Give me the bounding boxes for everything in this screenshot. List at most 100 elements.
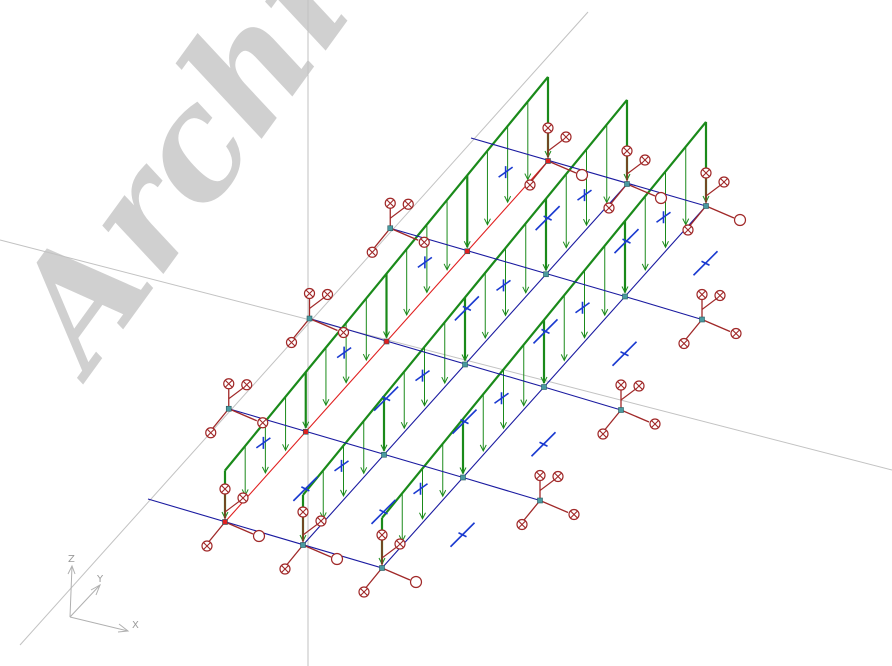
square-node-icon[interactable]: [379, 565, 385, 571]
support-leg[interactable]: [705, 205, 735, 219]
load-arrowhead: [581, 331, 588, 339]
square-node-icon[interactable]: [222, 519, 228, 525]
triad-z-axis: [69, 565, 73, 618]
support-arm[interactable]: [626, 161, 644, 175]
circle-icon[interactable]: [575, 168, 589, 182]
square-node-icon[interactable]: [306, 315, 313, 322]
transverse-beam[interactable]: [390, 227, 626, 298]
transverse-beam[interactable]: [624, 295, 703, 321]
support-leg[interactable]: [547, 160, 577, 174]
support-leg[interactable]: [309, 317, 338, 332]
support-arm[interactable]: [620, 387, 638, 401]
square-node-icon[interactable]: [543, 271, 549, 278]
support-leg[interactable]: [228, 408, 258, 422]
support-arm[interactable]: [705, 183, 723, 197]
circle-icon[interactable]: [733, 213, 747, 227]
support-arm[interactable]: [302, 522, 320, 536]
circle-cross-icon: [554, 472, 562, 481]
support-arm[interactable]: [309, 296, 326, 309]
load-arrowhead: [362, 353, 370, 362]
support-leg[interactable]: [290, 318, 311, 341]
support-arm[interactable]: [224, 499, 242, 513]
load-arrowhead: [560, 354, 568, 362]
support-leg[interactable]: [210, 408, 230, 432]
load-arrowhead: [261, 466, 269, 474]
support-members[interactable]: [201, 122, 747, 598]
circle-cross-icon: [368, 248, 377, 257]
support-leg[interactable]: [608, 183, 628, 207]
hinge-tick-icon: [381, 395, 391, 402]
circle-icon[interactable]: [654, 191, 668, 205]
square-node-icon[interactable]: [703, 203, 709, 209]
support-arm[interactable]: [539, 478, 557, 491]
hinge-tick-icon: [620, 351, 629, 357]
square-node-icon[interactable]: [699, 316, 705, 323]
hinge-tick-icon: [301, 486, 310, 492]
support-arm[interactable]: [389, 205, 407, 219]
support-leg[interactable]: [529, 160, 549, 184]
support-leg[interactable]: [389, 227, 419, 241]
support-leg[interactable]: [626, 183, 656, 197]
transverse-beam[interactable]: [228, 408, 464, 479]
transverse-beam[interactable]: [309, 317, 545, 388]
circle-icon[interactable]: [409, 575, 423, 589]
square-node-icon[interactable]: [387, 225, 394, 232]
square-node-icon[interactable]: [383, 338, 390, 345]
support-leg[interactable]: [687, 205, 707, 229]
support-arm[interactable]: [701, 297, 719, 310]
circle-cross-icon: [562, 133, 570, 141]
circle-cross-icon: [323, 290, 332, 299]
transverse-beam[interactable]: [543, 386, 622, 411]
hinge-tick-icon: [543, 215, 552, 221]
square-node-icon[interactable]: [618, 407, 624, 413]
support-arm[interactable]: [381, 545, 399, 559]
circle-cross-icon: [317, 517, 325, 525]
support-leg[interactable]: [620, 409, 650, 423]
transverse-beam[interactable]: [147, 498, 383, 569]
circle-cross-icon: [518, 520, 526, 529]
load-arrowhead: [520, 399, 528, 407]
square-node-icon[interactable]: [622, 293, 628, 300]
square-node-icon[interactable]: [225, 405, 232, 412]
square-node-icon[interactable]: [462, 361, 468, 368]
circle-cross-icon: [680, 339, 688, 348]
circle-cross-icon: [206, 428, 215, 437]
square-node-icon[interactable]: [541, 384, 547, 390]
square-node-icon[interactable]: [302, 428, 309, 435]
support-leg[interactable]: [363, 567, 383, 591]
support-leg[interactable]: [539, 499, 569, 514]
support-leg[interactable]: [701, 318, 731, 333]
circle-icon[interactable]: [252, 529, 266, 543]
support-leg[interactable]: [302, 544, 332, 558]
support-leg[interactable]: [371, 227, 391, 251]
square-node-icon[interactable]: [300, 542, 306, 548]
circle-cross-icon: [281, 565, 289, 573]
square-node-icon[interactable]: [624, 181, 630, 187]
model-nodes[interactable]: [222, 158, 709, 571]
guide-line: [19, 11, 589, 646]
circle-cross-icon: [203, 542, 211, 550]
support-leg[interactable]: [206, 521, 226, 545]
support-leg[interactable]: [381, 567, 411, 581]
support-leg[interactable]: [602, 409, 622, 433]
transverse-beam[interactable]: [462, 476, 541, 502]
load-arrowhead: [322, 398, 330, 407]
square-node-icon[interactable]: [545, 158, 551, 164]
square-node-icon[interactable]: [464, 248, 471, 255]
square-node-icon[interactable]: [381, 451, 387, 458]
support-leg[interactable]: [224, 521, 254, 535]
support-arm[interactable]: [228, 386, 246, 400]
circle-icon[interactable]: [330, 552, 344, 566]
support-arm[interactable]: [547, 138, 565, 152]
transverse-beam[interactable]: [470, 137, 707, 207]
circle-cross-icon: [221, 485, 229, 493]
support-leg[interactable]: [521, 500, 541, 523]
support-leg[interactable]: [284, 544, 304, 568]
support-leg[interactable]: [683, 319, 703, 342]
square-node-icon[interactable]: [537, 497, 543, 504]
square-node-icon[interactable]: [460, 474, 466, 481]
hinge-tick-icon: [541, 328, 550, 335]
load-arrowhead: [621, 286, 629, 294]
